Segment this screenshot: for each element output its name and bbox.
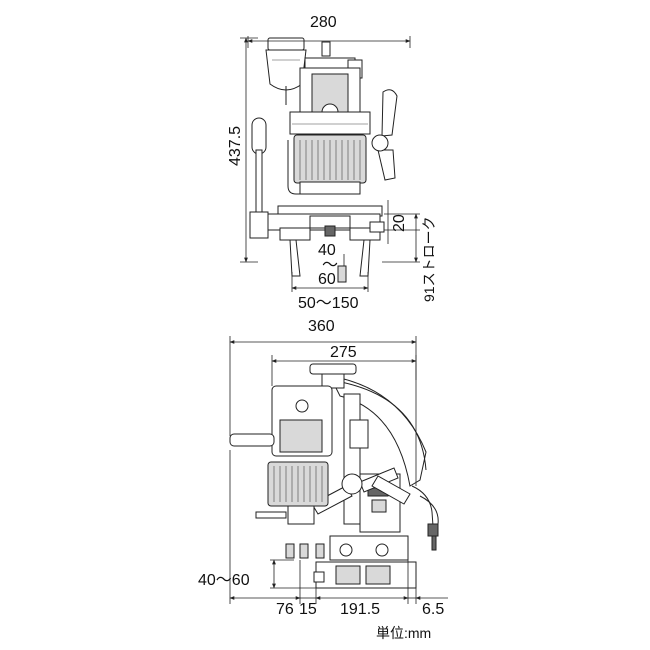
seg-b-label: 15	[299, 601, 317, 618]
dim-275: 275	[271, 344, 417, 386]
dim-40-60: 40 ～ 60	[318, 242, 345, 288]
dim-height-label: 437.5	[227, 126, 244, 166]
seg-a-label: 76	[276, 601, 294, 618]
seg-d-label: 6.5	[422, 601, 444, 618]
dim-20-stroke: 20 91ストローク	[382, 200, 437, 302]
depth-min-label: 40	[318, 242, 336, 259]
offset-label: 20	[391, 214, 408, 232]
dim-360: 360	[229, 318, 417, 486]
span-label: 50～150	[298, 295, 359, 312]
dim-437-5: 437.5	[227, 37, 258, 263]
range-label: 40～60	[198, 572, 250, 589]
stroke-label: 91ストローク	[421, 216, 437, 302]
unit-label: 単位:mm	[376, 625, 431, 641]
total-width-label: 360	[308, 318, 335, 335]
dim-280: 280	[247, 14, 411, 48]
seg-c-label: 191.5	[340, 601, 380, 618]
front-view-drawing	[249, 37, 398, 283]
depth-max-label: 60	[318, 271, 336, 288]
depth-tilde: ～	[322, 257, 338, 274]
dim-50-150: 50～150	[291, 272, 369, 312]
dim-width-label: 280	[310, 14, 337, 31]
body-width-label: 275	[330, 344, 357, 361]
dim-40-60-side: 40～60	[198, 559, 316, 589]
side-view-drawing	[229, 363, 439, 589]
dim-chain: 76 15 191.5 6.5	[229, 450, 448, 618]
